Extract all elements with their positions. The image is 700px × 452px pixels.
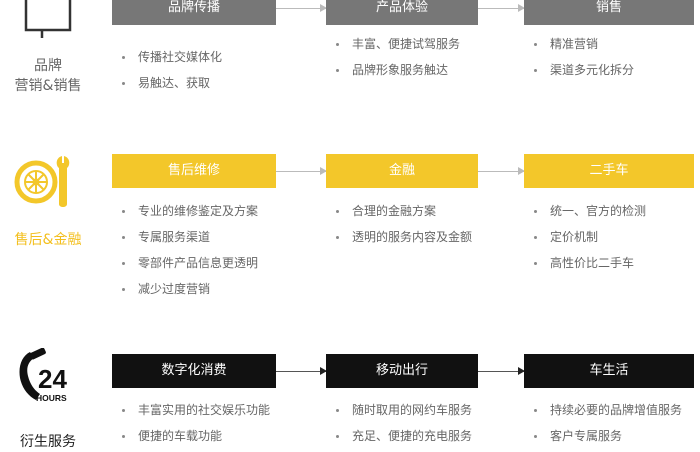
flow-arrow bbox=[276, 367, 327, 375]
category-label-after-sales: 售后&金融 bbox=[14, 232, 82, 248]
step-list-car-life: 持续必要的品牌增值服务 客户专属服务 bbox=[528, 397, 682, 449]
icon-hours-label: HOURS bbox=[36, 393, 67, 403]
list-item: 便捷的车载功能 bbox=[116, 423, 270, 449]
list-item: 客户专属服务 bbox=[528, 423, 682, 449]
step-list-mobility: 随时取用的网约车服务 充足、便捷的充电服务 bbox=[330, 397, 472, 449]
step-header-sales: 销售 bbox=[524, 0, 694, 25]
icon-24-number: 24 bbox=[38, 364, 67, 394]
step-header-product-experience: 产品体验 bbox=[326, 0, 478, 25]
list-item: 丰富、便捷试驾服务 bbox=[330, 31, 460, 57]
phone-24h-icon: 24 HOURS bbox=[16, 347, 78, 406]
step-list-product-experience: 丰富、便捷试驾服务 品牌形象服务触达 bbox=[330, 31, 460, 83]
list-item: 统一、官方的检测 bbox=[528, 198, 646, 224]
list-item: 充足、便捷的充电服务 bbox=[330, 423, 472, 449]
step-header-digital-consumption: 数字化消费 bbox=[112, 354, 276, 388]
step-list-digital-consumption: 丰富实用的社交娱乐功能 便捷的车载功能 bbox=[116, 397, 270, 449]
step-list-used-car: 统一、官方的检测 定价机制 高性价比二手车 bbox=[528, 198, 646, 276]
list-item: 专业的维修鉴定及方案 bbox=[116, 198, 258, 224]
step-header-finance: 金融 bbox=[326, 154, 478, 188]
monitor-icon bbox=[22, 0, 74, 40]
wheel-wrench-icon bbox=[12, 152, 78, 212]
list-item: 渠道多元化拆分 bbox=[528, 57, 634, 83]
step-header-mobility: 移动出行 bbox=[326, 354, 478, 388]
list-item: 易触达、获取 bbox=[116, 70, 222, 96]
list-item: 持续必要的品牌增值服务 bbox=[528, 397, 682, 423]
step-header-car-life: 车生活 bbox=[524, 354, 694, 388]
step-header-after-sales-repair: 售后维修 bbox=[112, 154, 276, 188]
flow-arrow bbox=[478, 4, 525, 12]
list-item: 高性价比二手车 bbox=[528, 250, 646, 276]
list-item: 传播社交媒体化 bbox=[116, 44, 222, 70]
list-item: 减少过度营销 bbox=[116, 276, 258, 302]
list-item: 丰富实用的社交娱乐功能 bbox=[116, 397, 270, 423]
list-item: 零部件产品信息更透明 bbox=[116, 250, 258, 276]
list-item: 随时取用的网约车服务 bbox=[330, 397, 472, 423]
list-item: 合理的金融方案 bbox=[330, 198, 472, 224]
step-list-sales: 精准营销 渠道多元化拆分 bbox=[528, 31, 634, 83]
list-item: 定价机制 bbox=[528, 224, 646, 250]
step-list-brand-communication: 传播社交媒体化 易触达、获取 bbox=[116, 44, 222, 96]
flow-arrow bbox=[478, 367, 525, 375]
list-item: 透明的服务内容及金额 bbox=[330, 224, 472, 250]
step-list-finance: 合理的金融方案 透明的服务内容及金额 bbox=[330, 198, 472, 250]
step-list-after-sales-repair: 专业的维修鉴定及方案 专属服务渠道 零部件产品信息更透明 减少过度营销 bbox=[116, 198, 258, 302]
step-header-brand-communication: 品牌传播 bbox=[112, 0, 276, 25]
category-label-derivative-services: 衍生服务 bbox=[20, 434, 76, 450]
list-item: 精准营销 bbox=[528, 31, 634, 57]
list-item: 专属服务渠道 bbox=[116, 224, 258, 250]
flow-arrow bbox=[276, 167, 327, 175]
flow-arrow bbox=[478, 167, 525, 175]
flow-arrow bbox=[276, 4, 327, 12]
step-header-used-car: 二手车 bbox=[524, 154, 694, 188]
list-item: 品牌形象服务触达 bbox=[330, 57, 460, 83]
category-label-brand: 品牌 营销&销售 bbox=[14, 58, 82, 94]
